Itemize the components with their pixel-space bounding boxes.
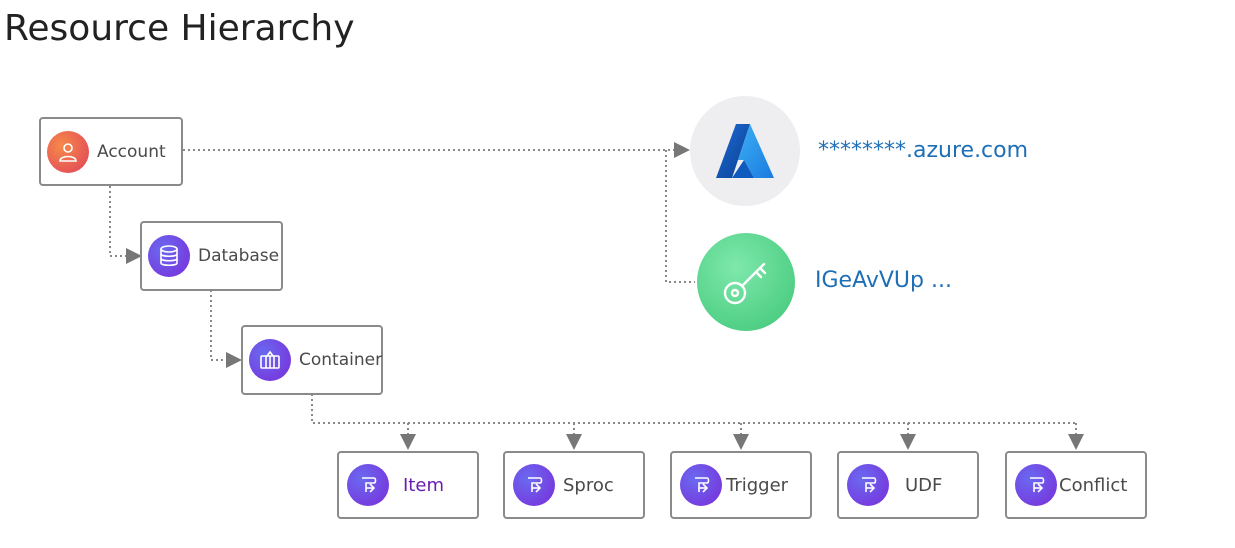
child-node-conflict[interactable]: Conflict [1005, 451, 1147, 519]
account-label: Account [97, 141, 166, 162]
database-label: Database [198, 246, 280, 266]
document-arrow-icon [513, 464, 555, 506]
child-label: Trigger [726, 474, 789, 496]
endpoint-uri: ********.azure.com [818, 138, 1029, 163]
child-label: UDF [905, 474, 943, 496]
child-node-trigger[interactable]: Trigger [670, 451, 812, 519]
child-label: Sproc [563, 474, 614, 496]
database-node[interactable]: Database [140, 221, 283, 291]
child-node-udf[interactable]: UDF [837, 451, 979, 519]
document-arrow-icon [847, 464, 889, 506]
document-arrow-icon [1015, 464, 1057, 506]
container-node[interactable]: Container [241, 325, 383, 395]
account-node[interactable]: Account [39, 117, 183, 186]
container-label: Container [299, 350, 383, 370]
user-icon [47, 130, 89, 173]
child-label: Conflict [1059, 474, 1128, 496]
child-label: Item [403, 474, 444, 496]
page-title: Resource Hierarchy [4, 8, 355, 49]
primary-key-value: IGeAvVUp ... [815, 268, 952, 293]
database-icon [148, 235, 190, 277]
azure-logo-icon [690, 96, 800, 206]
child-node-item[interactable]: Item [337, 451, 479, 519]
child-node-sproc[interactable]: Sproc [503, 451, 645, 519]
document-arrow-icon [680, 464, 722, 506]
document-arrow-icon [347, 464, 389, 506]
container-icon [249, 339, 291, 381]
key-icon [697, 233, 795, 331]
